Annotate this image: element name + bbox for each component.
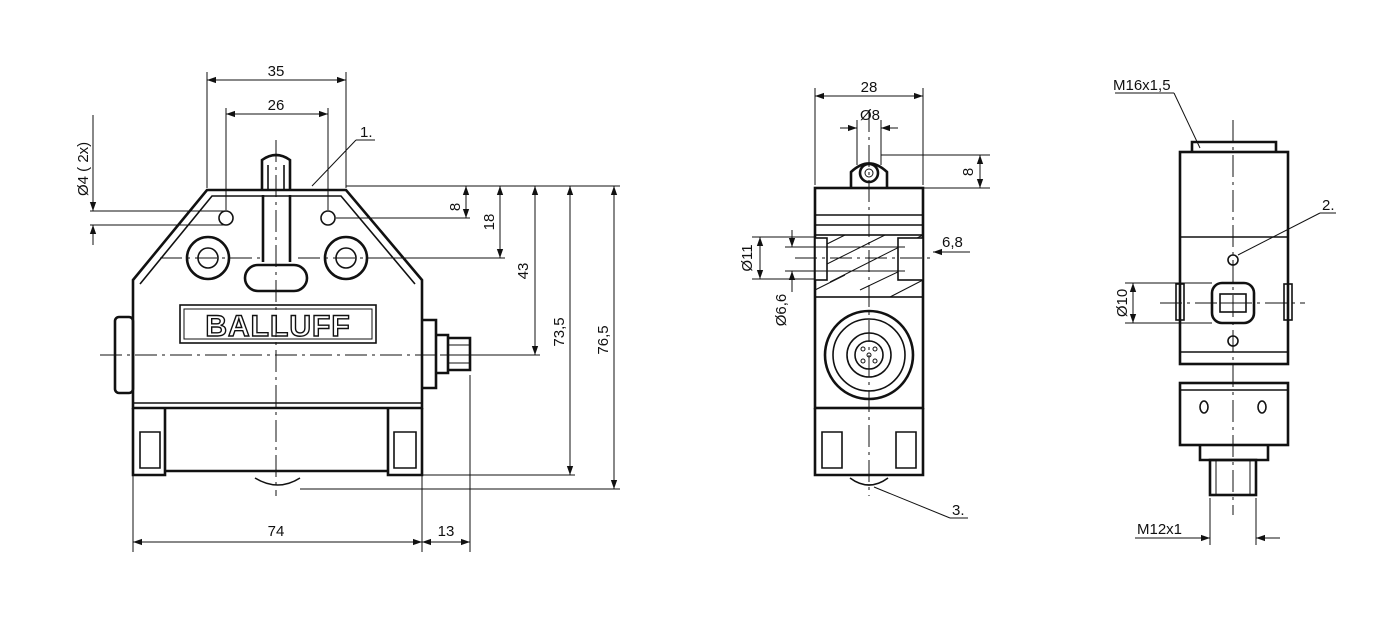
callout-1-label: 1. (360, 124, 373, 141)
front-housing-outline (131, 188, 424, 410)
rear-view: M16x1,5 2. Ø10 M12x1 (1113, 77, 1336, 545)
mounting-holes (185, 210, 369, 281)
dim-74-label: 74 (268, 523, 285, 540)
dim-dia10-label: Ø10 (1114, 289, 1131, 317)
front-view: BALLUFF 35 26 (75, 63, 620, 552)
dim-73-5-label: 73,5 (551, 317, 568, 346)
side-view: 28 Ø8 8 Ø11 Ø6,6 6,8 3. (739, 79, 990, 519)
dim-18-label: 18 (481, 214, 498, 231)
dim-43-label: 43 (515, 263, 532, 280)
front-connector (436, 333, 472, 375)
dim-8-label: 8 (447, 203, 464, 211)
dim-13-label: 13 (438, 523, 455, 540)
roller-plunger (260, 153, 292, 262)
dim-76-5-label: 76,5 (595, 325, 612, 354)
dim-dia11-label: Ø11 (739, 244, 756, 271)
balluff-logo: BALLUFF (179, 304, 377, 344)
rear-housing-outline (1178, 150, 1290, 366)
thread-m16-label: M16x1,5 (1113, 77, 1171, 94)
callout-2-label: 2. (1322, 197, 1335, 214)
dim-35-label: 35 (268, 63, 285, 80)
dim-dia8-label: Ø8 (860, 107, 880, 124)
dim-26-label: 26 (268, 97, 285, 114)
thread-m12-label: M12x1 (1137, 521, 1182, 538)
svg-text:BALLUFF: BALLUFF (205, 310, 350, 343)
callout-3-label: 3. (952, 502, 965, 519)
rear-connector (1198, 445, 1270, 497)
dim-28-label: 28 (861, 79, 878, 96)
dim-dia4-label: Ø4 ( 2x) (75, 142, 92, 196)
dim-side-8-label: 8 (960, 168, 977, 176)
rear-base-block (1178, 381, 1290, 447)
dim-dia6-6-label: Ø6,6 (773, 294, 790, 327)
dim-6-8-label: 6,8 (942, 234, 963, 251)
